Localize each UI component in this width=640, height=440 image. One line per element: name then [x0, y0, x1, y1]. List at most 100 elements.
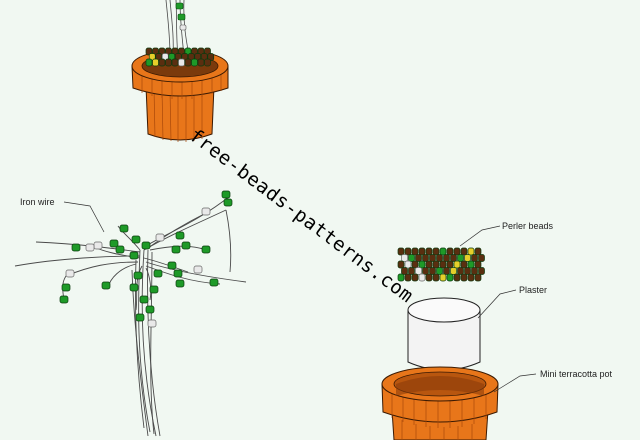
perler-bead-icon — [464, 267, 471, 275]
bead-icon — [201, 207, 211, 216]
plaster-cylinder — [407, 297, 481, 371]
perler-bead-icon — [439, 260, 447, 269]
perler-bead-icon — [415, 254, 422, 262]
perler-bead-icon — [429, 254, 436, 262]
bead-icon — [71, 243, 81, 252]
bead-icon — [59, 295, 69, 304]
bead-icon — [133, 271, 143, 280]
perler-bead-icon — [401, 254, 408, 262]
perler-bead-icon — [439, 247, 447, 256]
perler-bead-icon — [460, 247, 468, 256]
perler-bead-icon — [408, 267, 415, 275]
plaster-label: Plaster — [519, 285, 547, 295]
perler-bead-icon — [145, 58, 153, 67]
perler-bead-icon — [478, 254, 485, 262]
perler-bead-icon — [474, 273, 482, 282]
bead-icon — [129, 283, 139, 292]
perler-bead-icon — [184, 58, 192, 67]
bead-icon — [155, 233, 165, 242]
assembled-bonsai — [131, 0, 229, 142]
tree-bead-group — [59, 190, 233, 328]
perler-bead-icon — [432, 247, 440, 256]
perler-beads-leader — [459, 225, 501, 247]
bead-icon — [61, 283, 71, 292]
bead-icon — [167, 261, 177, 270]
perler-bead-icon — [436, 254, 443, 262]
iron-wire-leader — [63, 201, 105, 233]
watermark-text: free-beads-patterns.com — [185, 124, 418, 307]
perler-bead-icon — [165, 58, 172, 67]
perler-bead-icon — [418, 247, 426, 256]
perler-bead-icon — [418, 273, 426, 282]
bottom-pot — [381, 366, 499, 440]
callout-labels: Iron wire Perler beads Plaster Mini terr… — [20, 197, 613, 379]
iron-wire-label: Iron wire — [20, 197, 55, 207]
perler-bead-icon — [467, 247, 475, 256]
perler-bead-icon — [397, 260, 405, 269]
wire-tree — [14, 190, 247, 437]
perler-bead-icon — [446, 260, 454, 269]
perler-bead-icon — [453, 260, 461, 269]
perler-bead-icon — [471, 267, 478, 275]
assembled-top-beads — [175, 2, 187, 31]
perler-bead-icon — [397, 273, 405, 282]
perler-bead-icon — [429, 267, 436, 275]
leader-lines — [63, 201, 537, 393]
bead-icon — [153, 269, 163, 278]
perler-bead-icon — [460, 260, 468, 269]
terracotta-pot-label: Mini terracotta pot — [540, 369, 613, 379]
perler-bead-icon — [418, 260, 426, 269]
perler-bead-icon — [411, 260, 419, 269]
bead-icon — [209, 278, 219, 287]
perler-beads-label: Perler beads — [502, 221, 554, 231]
perler-bead-icon — [453, 247, 461, 256]
perler-bead-icon — [474, 260, 482, 269]
perler-bead-icon — [474, 247, 482, 256]
perler-bead-icon — [443, 267, 450, 275]
bead-icon — [193, 265, 203, 274]
bead-icon — [145, 305, 155, 314]
perler-bead-icon — [191, 58, 198, 67]
perler-bead-icon — [425, 247, 433, 256]
assembled-bead-cluster — [145, 47, 215, 67]
perler-bead-icon — [415, 267, 422, 275]
perler-bead-cluster — [397, 247, 485, 282]
bead-icon — [65, 269, 75, 278]
perler-bead-icon — [422, 267, 429, 275]
bead-icon — [171, 245, 181, 254]
perler-bead-icon — [446, 273, 454, 282]
perler-bead-icon — [453, 273, 461, 282]
perler-bead-icon — [152, 58, 159, 67]
perler-bead-icon — [404, 273, 412, 282]
perler-bead-icon — [443, 254, 450, 262]
perler-bead-icon — [178, 58, 185, 67]
bead-icon — [223, 198, 233, 207]
bead-icon — [173, 269, 183, 278]
bead-icon — [85, 243, 95, 252]
perler-bead-icon — [425, 273, 433, 282]
perler-bead-icon — [464, 254, 471, 262]
bead-icon — [175, 231, 185, 240]
terracotta-pot-leader — [493, 373, 537, 393]
perler-bead-icon — [411, 273, 419, 282]
bead-icon — [221, 190, 231, 199]
perler-bead-icon — [432, 273, 440, 282]
perler-bead-icon — [408, 254, 415, 262]
perler-bead-icon — [457, 254, 464, 262]
perler-bead-icon — [436, 267, 443, 275]
perler-bead-icon — [439, 273, 447, 282]
bead-icon — [141, 241, 151, 250]
bead-icon — [147, 319, 157, 328]
perler-bead-icon — [478, 267, 485, 275]
bead-icon — [119, 224, 129, 233]
perler-bead-icon — [457, 267, 464, 275]
bead-icon — [181, 241, 191, 250]
perler-bead-icon — [411, 247, 419, 256]
perler-bead-icon — [197, 58, 205, 67]
bead-icon — [131, 235, 141, 244]
perler-bead-icon — [450, 254, 457, 262]
perler-bead-icon — [432, 260, 440, 269]
bead-icon — [115, 245, 125, 254]
perler-bead-icon — [471, 254, 478, 262]
